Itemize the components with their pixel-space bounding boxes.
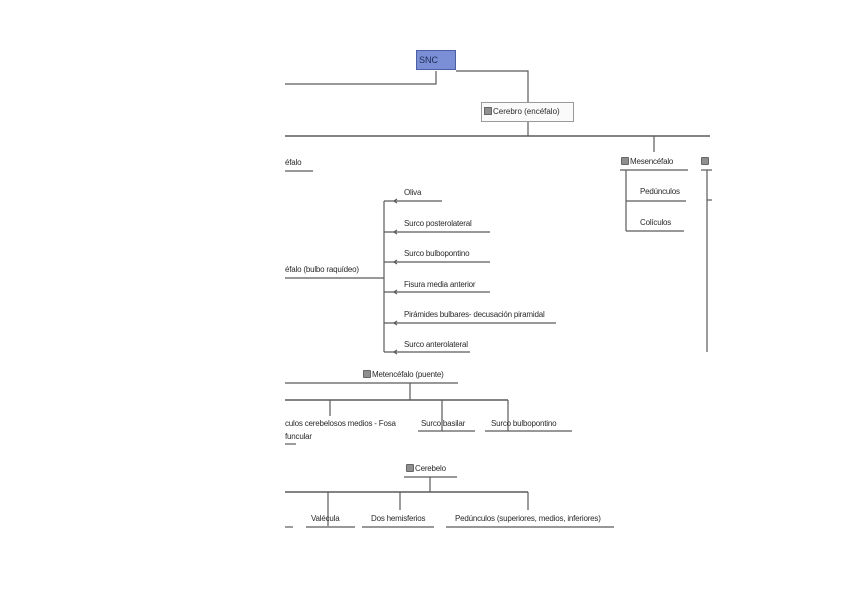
node-coliculos[interactable]: Colículos [640,218,671,228]
node-pedunculos-cerebelosos[interactable]: culos cerebelosos medios - Fosa funcular [285,419,396,442]
node-valecula[interactable]: Valécula [311,514,340,524]
collapse-toggle-icon[interactable] [363,370,371,378]
node-cerebelo[interactable]: Cerebelo [406,464,446,474]
collapse-toggle-icon[interactable] [406,464,414,472]
node-piramides[interactable]: Pirámides bulbares- decusación piramidal [404,310,545,320]
node-fisura-media-anterior[interactable]: Fisura media anterior [404,280,476,290]
node-metencefalo-puente[interactable]: Metencéfalo (puente) [363,370,444,380]
node-dos-hemisferios-label: Dos hemisferios [371,514,426,523]
node-surco-anterolateral[interactable]: Surco anterolateral [404,340,468,350]
node-surco-posterolateral[interactable]: Surco posterolateral [404,219,472,229]
node-pedunculos[interactable]: Pedúnculos [640,187,680,197]
node-bulbo-label: éfalo (bulbo raquídeo) [285,265,359,274]
node-mesencefalo-label: Mesencéfalo [630,157,674,166]
node-pedunculos-cerebelosos-line1: culos cerebelosos medios - Fosa [285,419,396,428]
node-encefalo-label: éfalo [285,158,302,167]
node-bulbo[interactable]: éfalo (bulbo raquídeo) [285,265,359,275]
node-surco-bulbopontino-2[interactable]: Surco bulbopontino [491,419,557,429]
node-dos-hemisferios[interactable]: Dos hemisferios [371,514,426,524]
node-surco-bulbopontino-label: Surco bulbopontino [404,249,470,258]
node-surco-anterolateral-label: Surco anterolateral [404,340,468,349]
node-oliva[interactable]: Oliva [404,188,421,198]
node-surco-posterolateral-label: Surco posterolateral [404,219,472,228]
node-pedunculos-label: Pedúnculos [640,187,680,196]
node-pedunculos-cerebelosos-line2: funcular [285,432,312,441]
collapse-toggle-icon[interactable] [621,157,629,165]
node-cerebro-encefalo[interactable]: Cerebro (encéfalo) [481,102,574,122]
node-pedunculos-cerebelo[interactable]: Pedúnculos (superiores, medios, inferior… [455,514,601,524]
node-oliva-label: Oliva [404,188,422,197]
node-snc[interactable]: SNC [416,50,456,70]
node-valecula-label: Valécula [311,514,340,523]
node-fisura-label: Fisura media anterior [404,280,476,289]
collapse-toggle-icon[interactable] [484,107,492,115]
node-surco-bulbopontino-2-label: Surco bulbopontino [491,419,557,428]
node-pedunculos-cerebelo-label: Pedúnculos (superiores, medios, inferior… [455,514,601,523]
node-surco-bulbopontino[interactable]: Surco bulbopontino [404,249,470,259]
node-mesencefalo[interactable]: Mesencéfalo [621,157,673,167]
node-surco-basilar[interactable]: Surco basilar [421,419,465,429]
node-cerebro-label: Cerebro (encéfalo) [493,107,560,116]
node-encefalo-cut[interactable]: éfalo [285,158,302,168]
node-right-cut[interactable] [701,157,710,167]
collapse-toggle-icon[interactable] [701,157,709,165]
node-piramides-label: Pirámides bulbares- decusación piramidal [404,310,545,319]
node-coliculos-label: Colículos [640,218,672,227]
node-snc-label: SNC [419,55,439,65]
node-metencefalo-label: Metencéfalo (puente) [372,370,444,379]
node-surco-basilar-label: Surco basilar [421,419,466,428]
node-cerebelo-label: Cerebelo [415,464,446,473]
